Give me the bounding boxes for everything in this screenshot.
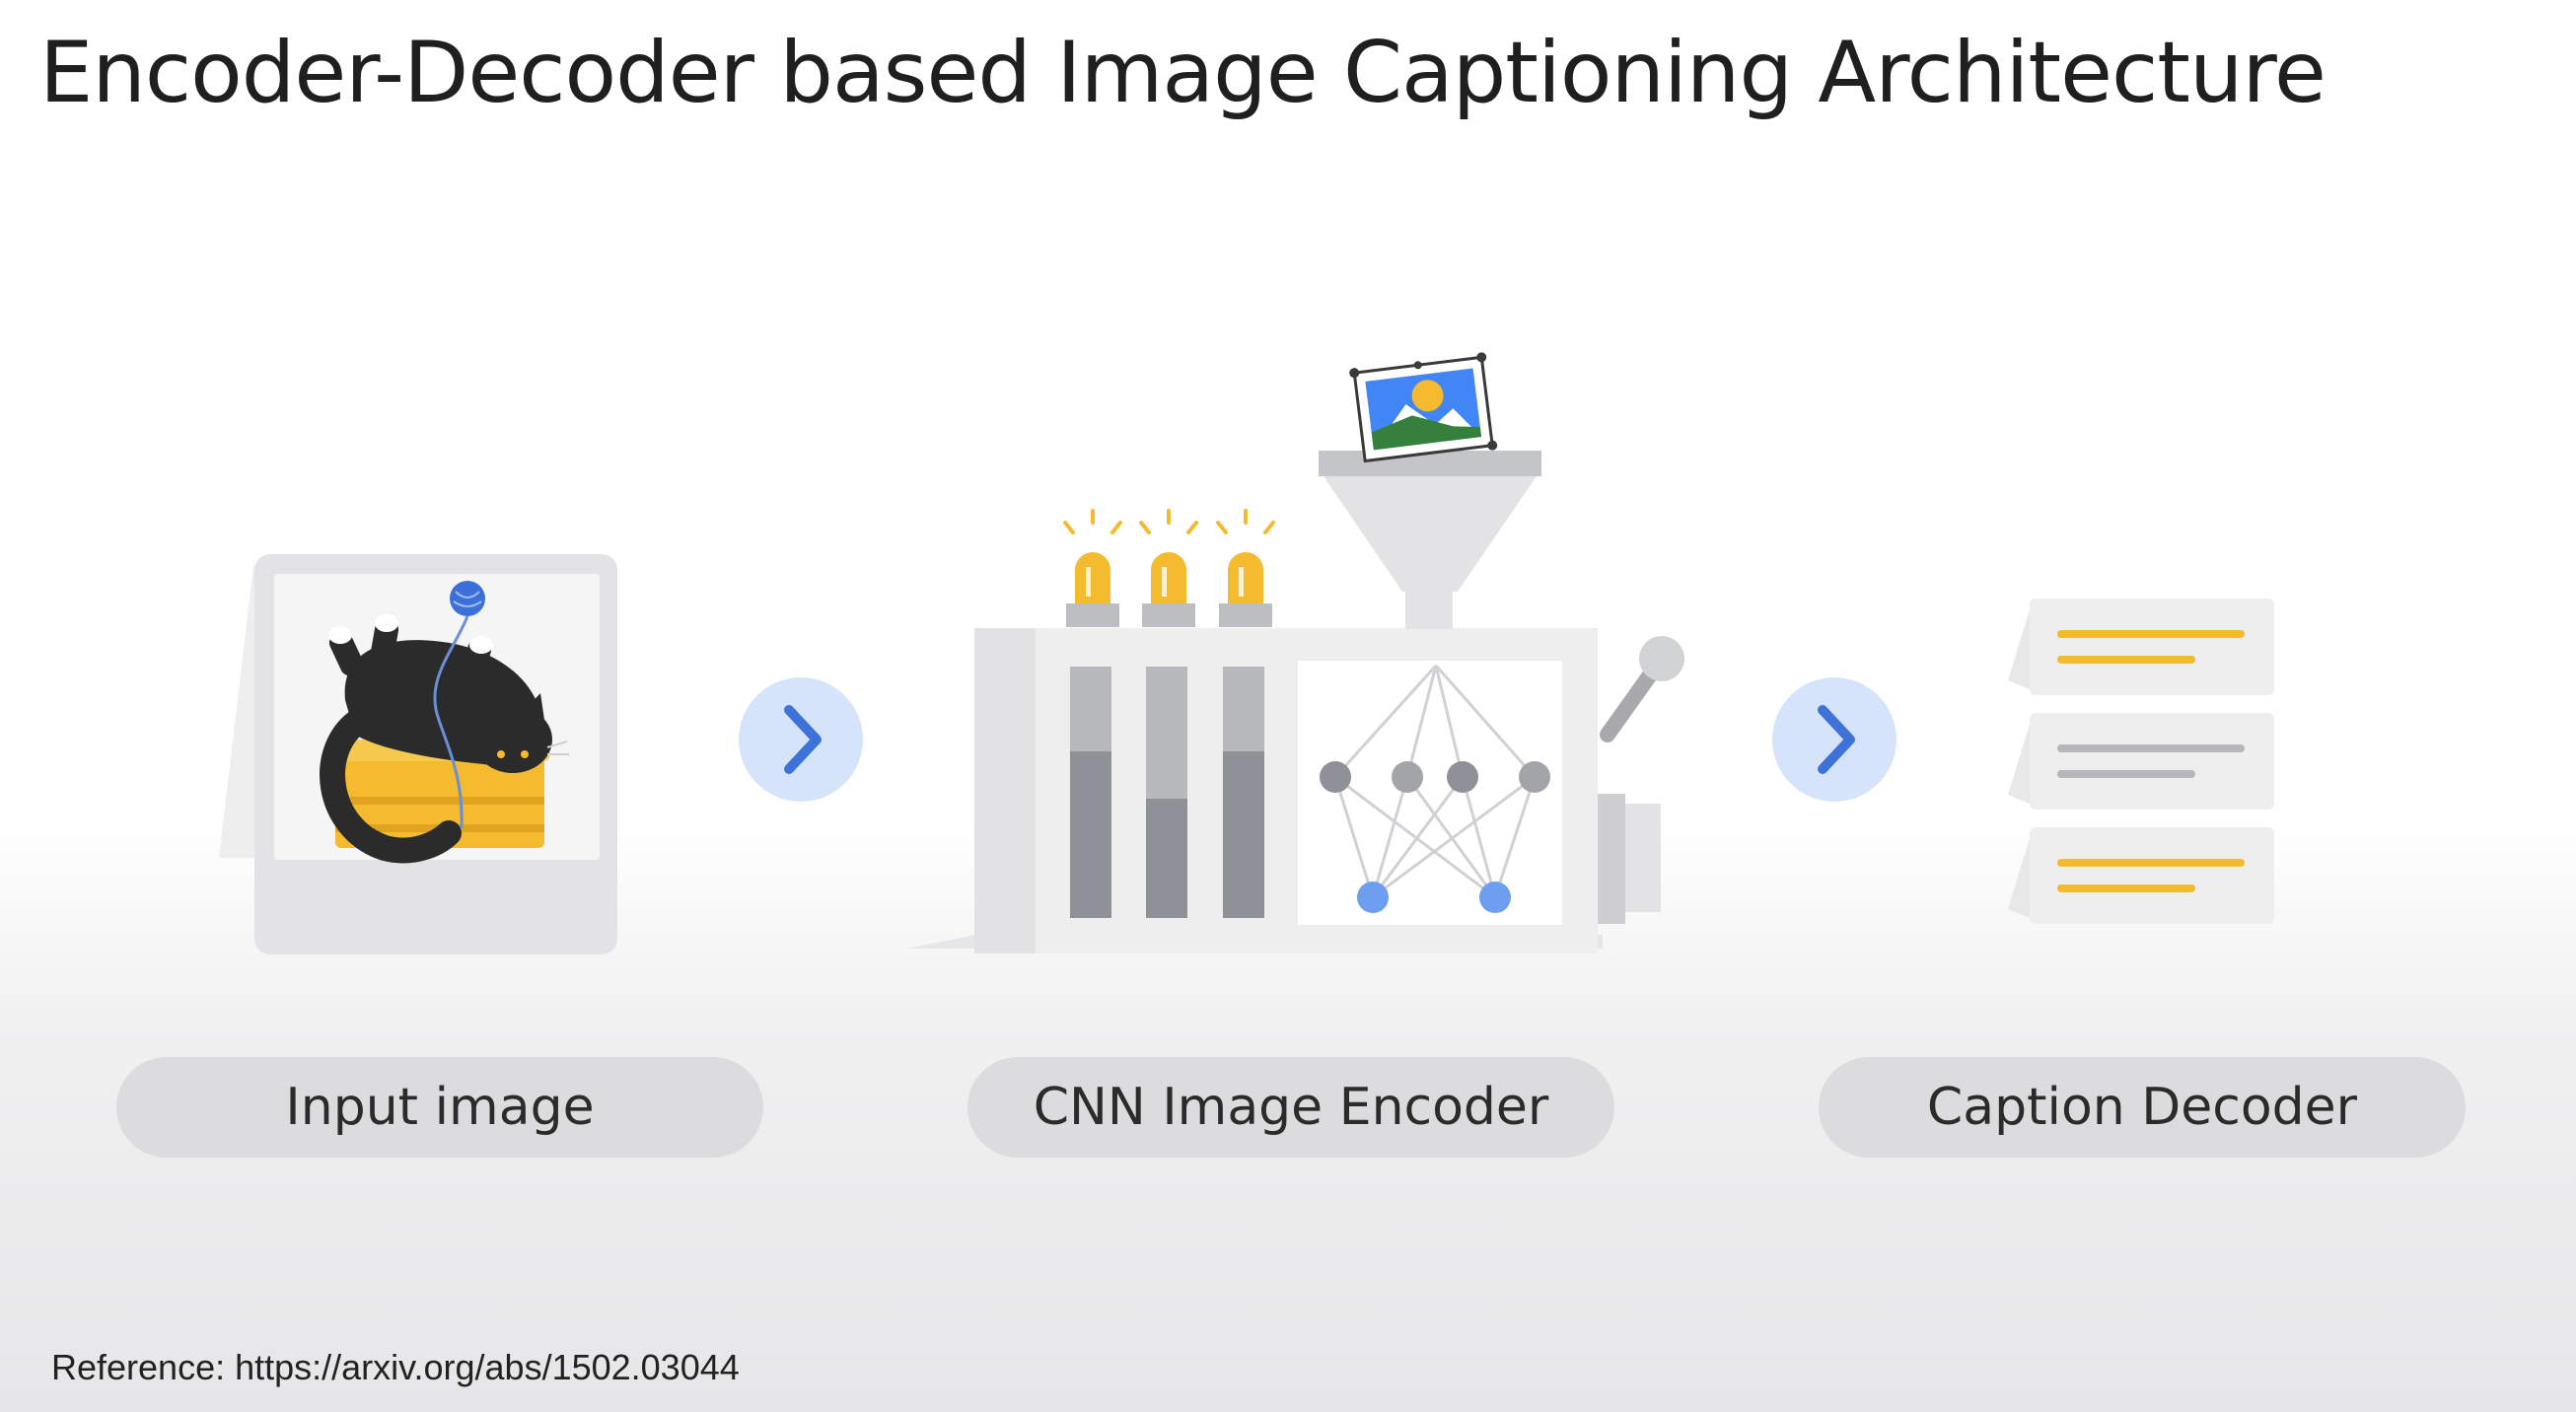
cat-photo-icon	[219, 554, 617, 954]
encoder-machine-icon	[907, 352, 1684, 953]
caption-cards-icon	[2008, 599, 2274, 924]
reference-note: Reference: https://arxiv.org/abs/1502.03…	[51, 1347, 740, 1387]
chevron-right-icon	[739, 677, 863, 802]
chevron-right-icon	[1772, 677, 1896, 802]
stage-label-caption-decoder: Caption Decoder	[1819, 1057, 2466, 1158]
page-title: Encoder-Decoder based Image Captioning A…	[39, 24, 2326, 122]
stage-label-input-image: Input image	[116, 1057, 763, 1158]
stage-label-cnn-image-encoder: CNN Image Encoder	[967, 1057, 1614, 1158]
